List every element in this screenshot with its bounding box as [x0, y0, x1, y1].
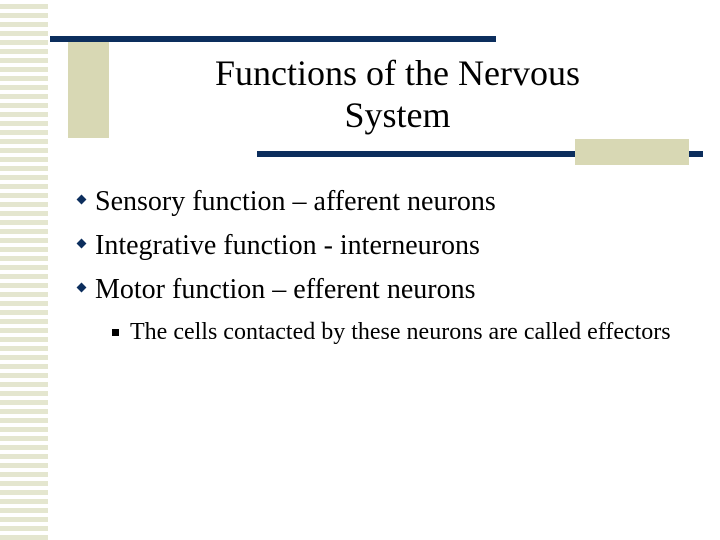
slide-title-line-1: Functions of the Nervous	[215, 53, 580, 93]
bullet-item: Motor function – efferent neurons	[76, 268, 698, 312]
title-rule-bottom	[257, 151, 703, 157]
title-rule-top	[50, 36, 496, 42]
title-accent-block-left	[68, 38, 109, 138]
diamond-bullet-icon	[76, 194, 87, 205]
bullet-item: Integrative function - interneurons	[76, 224, 698, 268]
diamond-bullet-icon	[76, 238, 87, 249]
bullet-item: Sensory function – afferent neurons	[76, 180, 698, 224]
bullet-list: Sensory function – afferent neurons Inte…	[76, 180, 698, 312]
bullet-text: Sensory function – afferent neurons	[95, 186, 496, 217]
bullet-text: Motor function – efferent neurons	[95, 274, 476, 305]
sub-bullet-text: The cells contacted by these neurons are…	[130, 319, 671, 345]
slide-title: Functions of the Nervous System	[110, 52, 685, 136]
diamond-bullet-icon	[76, 282, 87, 293]
slide-title-line-2: System	[344, 95, 451, 135]
bullet-text: Integrative function - interneurons	[95, 230, 480, 261]
title-accent-block-right	[575, 139, 689, 165]
square-bullet-icon	[112, 329, 119, 336]
sub-bullet-item: The cells contacted by these neurons are…	[112, 316, 672, 349]
left-stripe-decoration	[0, 0, 50, 540]
